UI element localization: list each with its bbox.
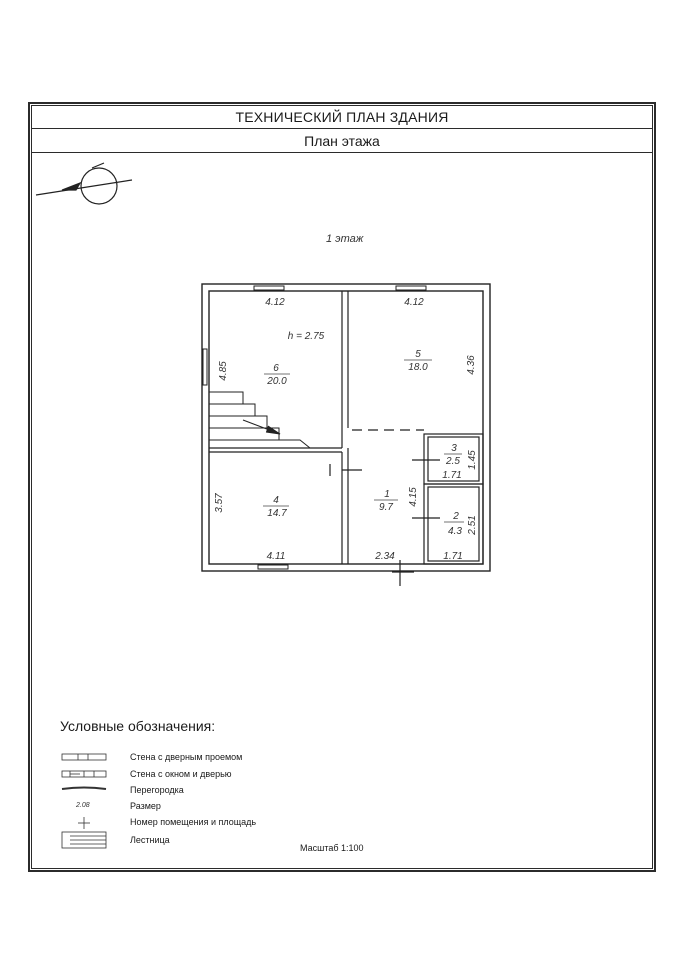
dim-room5-right: 4.36 [466, 355, 477, 375]
stairs-symbol [61, 831, 107, 849]
legend-title: Условные обозначения: [60, 718, 216, 734]
drawing-frame-outer [28, 102, 656, 872]
room-1-number: 1 [384, 489, 390, 500]
dimension-sample: 2.08 [75, 802, 90, 809]
partition-symbol [61, 786, 107, 790]
dim-room2-right: 2.51 [467, 515, 478, 535]
dim-room5-top: 4.12 [404, 297, 424, 308]
room-2-number: 2 [452, 511, 459, 522]
document-title: ТЕХНИЧЕСКИЙ ПЛАН ЗДАНИЯ [31, 105, 653, 129]
dim-room1-bottom: 2.34 [374, 551, 395, 562]
legend-item-door-wall: Стена с дверным проемом [130, 752, 243, 762]
window-door-wall-symbol [61, 770, 107, 778]
height-label: h = 2.75 [288, 331, 325, 342]
room-4-number: 4 [273, 495, 279, 506]
door-wall-symbol [61, 753, 107, 761]
legend-symbols [61, 753, 107, 849]
legend-item-room-number: Номер помещения и площадь [130, 817, 257, 827]
room-3-number: 3 [451, 443, 457, 454]
drawing-frame-inner [31, 105, 653, 869]
dim-room1-right: 4.15 [408, 487, 419, 507]
room-5-number: 5 [415, 349, 421, 360]
scale-label: Масштаб 1:100 [300, 843, 364, 853]
room-5-area: 18.0 [408, 362, 428, 373]
room-2-area: 4.3 [448, 526, 462, 537]
room-6-area: 20.0 [266, 376, 287, 387]
dim-room4-bottom: 4.11 [267, 551, 286, 562]
north-arrow-icon [35, 162, 133, 205]
inner-walls [209, 291, 484, 586]
dim-room3-right: 1.45 [467, 450, 478, 470]
room-1-area: 9.7 [379, 502, 393, 513]
legend-item-partition: Перегородка [130, 785, 184, 795]
dim-room6-top: 4.12 [265, 297, 285, 308]
legend-item-window-door-wall: Стена с окном и дверью [130, 769, 232, 779]
dim-room2-bottom: 1.71 [443, 551, 462, 562]
legend-item-stairs: Лестница [130, 835, 170, 845]
room-3-area: 2.5 [445, 456, 460, 467]
room-number-symbol [78, 817, 90, 829]
room-4-area: 14.7 [267, 508, 287, 519]
dim-room4-left: 3.57 [214, 493, 225, 513]
stairs [209, 391, 311, 449]
dim-room6-left: 4.85 [218, 361, 229, 381]
document-subtitle: План этажа [31, 129, 653, 153]
windows [202, 285, 427, 570]
legend-item-dimension: Размер [130, 801, 161, 811]
dim-room3-bottom: 1.71 [442, 470, 461, 481]
floor-label: 1 этаж [326, 233, 364, 245]
room-6-number: 6 [273, 363, 279, 374]
